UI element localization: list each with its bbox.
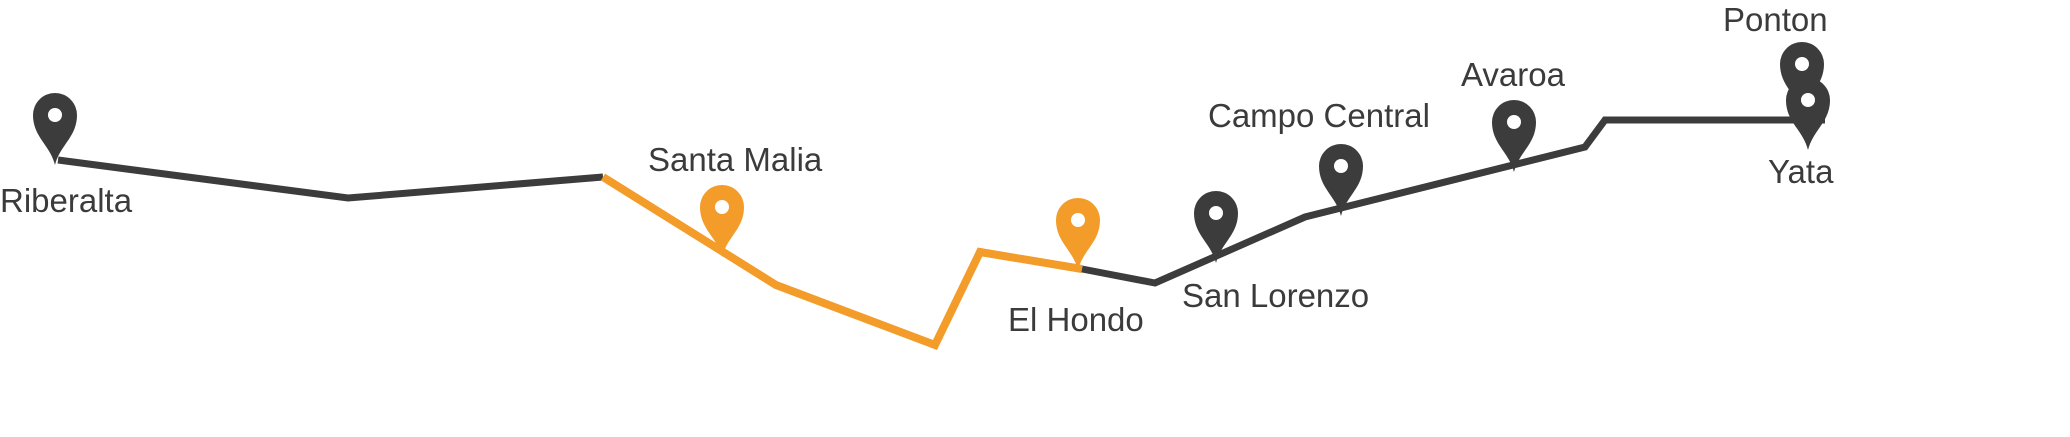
map-marker-icon <box>1194 191 1238 263</box>
place-label-el-hondo: El Hondo <box>1008 301 1144 338</box>
place-label-campo-central: Campo Central <box>1208 97 1430 134</box>
map-marker-icon <box>1056 198 1100 270</box>
map-pin-yata[interactable] <box>1786 78 1830 150</box>
map-marker-icon <box>1780 42 1824 114</box>
map-marker-icon <box>1492 100 1536 172</box>
map-pin-campo-central[interactable] <box>1319 144 1363 216</box>
map-marker-icon <box>1786 78 1830 150</box>
route-segment-el-hondo-ponton <box>1081 116 1825 287</box>
place-label-riberalta: Riberalta <box>0 182 133 219</box>
map-marker-icon <box>1319 144 1363 216</box>
map-pin-ponton[interactable] <box>1780 42 1824 114</box>
place-label-ponton: Ponton <box>1723 1 1828 38</box>
map-pin-santa-malia[interactable] <box>700 185 744 257</box>
place-label-san-lorenzo: San Lorenzo <box>1182 277 1369 314</box>
place-label-avaroa: Avaroa <box>1461 56 1566 93</box>
map-pin-riberalta[interactable] <box>33 93 77 165</box>
route-segment-santa-malia-el-hondo <box>600 173 1083 351</box>
place-label-yata: Yata <box>1768 153 1834 190</box>
map-pin-san-lorenzo[interactable] <box>1194 191 1238 263</box>
map-marker-icon <box>33 93 77 165</box>
map-pin-el-hondo[interactable] <box>1056 198 1100 270</box>
map-marker-icon <box>700 185 744 257</box>
place-label-santa-malia: Santa Malia <box>648 141 823 178</box>
route-segment-riberalta-santa-malia <box>57 156 604 202</box>
map-pin-avaroa[interactable] <box>1492 100 1536 172</box>
